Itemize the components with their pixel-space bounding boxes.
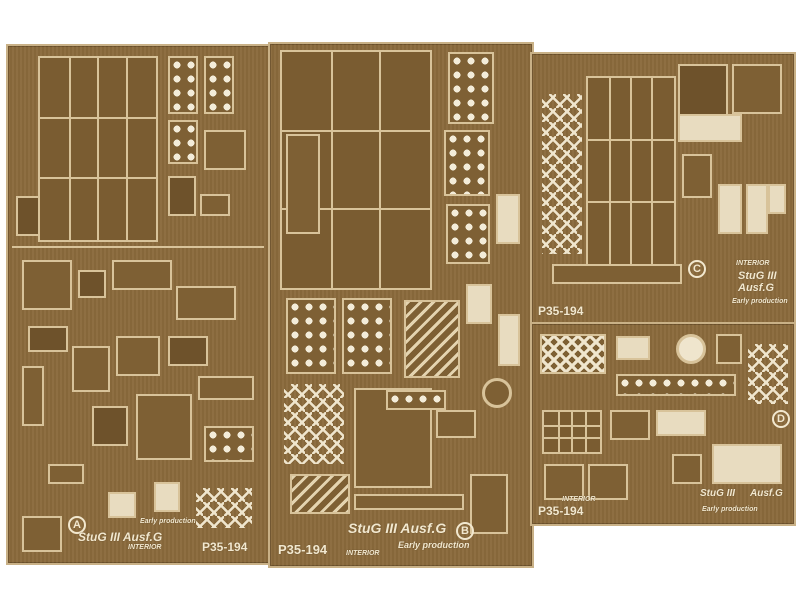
fret-a-part-13 <box>48 464 84 484</box>
fret-a-part-9 <box>136 394 192 460</box>
fret-a-box-2 <box>168 176 196 216</box>
fret-d-part-5 <box>544 464 584 500</box>
fret-b-hole-grid-4 <box>286 298 336 374</box>
fret-a-part-5 <box>28 326 68 352</box>
fret-b-hole-strip <box>386 390 446 410</box>
fret-a: A Early production StuG III Ausf.G INTER… <box>6 44 272 565</box>
fret-a-part-2 <box>78 270 106 298</box>
fret-c-part-7 <box>768 184 786 214</box>
fret-a-note2: INTERIOR <box>128 544 162 551</box>
fret-c-code: P35-194 <box>538 304 584 318</box>
fret-b-hole-grid-3 <box>446 204 490 264</box>
fret-c-part-6 <box>746 184 768 234</box>
fret-b-part-7 <box>470 474 508 534</box>
fret-a-part-15 <box>154 482 180 512</box>
fret-b: P35-194 INTERIOR StuG III Ausf.G B Early… <box>268 42 534 568</box>
fret-b-wavy-strips-2 <box>290 474 350 514</box>
fret-a-note1: Early production <box>140 518 196 525</box>
fret-a-box-3 <box>200 194 230 216</box>
fret-a-chevron-parts <box>196 488 252 528</box>
fret-d-note1: Early production <box>702 506 758 513</box>
fret-a-part-16 <box>22 516 62 552</box>
fret-d-part-4 <box>656 410 706 436</box>
fret-d-model: StuG III <box>700 488 735 499</box>
fret-b-wheel <box>482 378 512 408</box>
fret-b-part-4 <box>498 314 520 366</box>
fret-b-part-6 <box>436 410 476 438</box>
fret-a-side-plate <box>16 196 40 236</box>
fret-b-hole-grid-2 <box>444 130 490 196</box>
fret-a-part-10 <box>92 406 128 446</box>
fret-a-part-6 <box>72 346 110 392</box>
fret-b-chevron-parts <box>284 384 344 464</box>
fret-c-part-4 <box>682 154 712 198</box>
fret-d: D INTERIOR P35-194 StuG III Ausf.G Early… <box>530 322 796 526</box>
fret-a-code: P35-194 <box>202 540 248 554</box>
fret-b-part-2 <box>496 194 520 244</box>
fret-a-hole-grid-4 <box>204 426 254 462</box>
fret-c-part-3 <box>678 114 742 142</box>
fret-b-letter: B <box>456 522 474 540</box>
fret-c-model2: Ausf.G <box>738 282 775 294</box>
fret-d-note2: INTERIOR <box>562 496 596 503</box>
fret-a-part-1 <box>22 260 72 310</box>
fret-d-part-1 <box>616 336 650 360</box>
fret-a-divider <box>12 246 264 248</box>
fret-b-part-1 <box>286 134 320 234</box>
fret-a-part-12 <box>22 366 44 426</box>
fret-d-part-3 <box>610 410 650 440</box>
fret-a-letter: A <box>68 516 86 534</box>
fret-c-part-8 <box>552 264 682 284</box>
fret-c-part-2 <box>732 64 782 114</box>
fret-d-chevron-column <box>748 344 788 404</box>
fret-c-model: StuG III <box>738 270 777 282</box>
fret-a-hull-panel <box>38 56 158 242</box>
fret-d-part-2 <box>716 334 742 364</box>
fret-c-note1: Early production <box>732 298 788 305</box>
fret-a-part-14 <box>108 492 136 518</box>
fret-d-code: P35-194 <box>538 504 584 518</box>
fret-b-part-8 <box>354 494 464 510</box>
fret-d-panel <box>542 410 602 454</box>
fret-b-model: StuG III Ausf.G <box>348 520 447 536</box>
fret-a-model: StuG III Ausf.G <box>78 530 163 544</box>
fret-b-code: P35-194 <box>278 542 328 557</box>
fret-c-note2: INTERIOR <box>736 260 770 267</box>
fret-c-chevron-column <box>542 94 582 254</box>
fret-b-note2: INTERIOR <box>346 550 380 557</box>
fret-b-note1: Early production <box>398 540 470 550</box>
fret-a-part-11 <box>198 376 254 400</box>
fret-c-part-5 <box>718 184 742 234</box>
fret-a-hole-grid-2 <box>204 56 234 114</box>
fret-a-part-7 <box>116 336 160 376</box>
fret-d-part-8 <box>712 444 782 484</box>
fret-b-part-3 <box>466 284 492 324</box>
fret-a-box-1 <box>204 130 246 170</box>
fret-d-diamond-panel <box>540 334 606 374</box>
fret-a-hole-grid-1 <box>168 56 198 114</box>
fret-c-part-1 <box>678 64 728 118</box>
fret-b-hole-grid-1 <box>448 52 494 124</box>
fret-a-part-4 <box>176 286 236 320</box>
fret-d-model2: Ausf.G <box>750 488 783 499</box>
fret-d-hole-strip <box>616 374 736 396</box>
fret-b-wavy-strips <box>404 300 460 378</box>
fret-d-part-7 <box>672 454 702 484</box>
fret-c-letter: C <box>688 260 706 278</box>
fret-d-letter: D <box>772 410 790 428</box>
fret-b-hole-grid-5 <box>342 298 392 374</box>
fret-c: C INTERIOR StuG III Ausf.G Early product… <box>530 52 796 326</box>
fret-c-panel <box>586 76 676 268</box>
fret-d-part-6 <box>588 464 628 500</box>
fret-a-part-8 <box>168 336 208 366</box>
fret-a-hole-grid-3 <box>168 120 198 164</box>
fret-a-part-3 <box>112 260 172 290</box>
fret-d-disc <box>676 334 706 364</box>
